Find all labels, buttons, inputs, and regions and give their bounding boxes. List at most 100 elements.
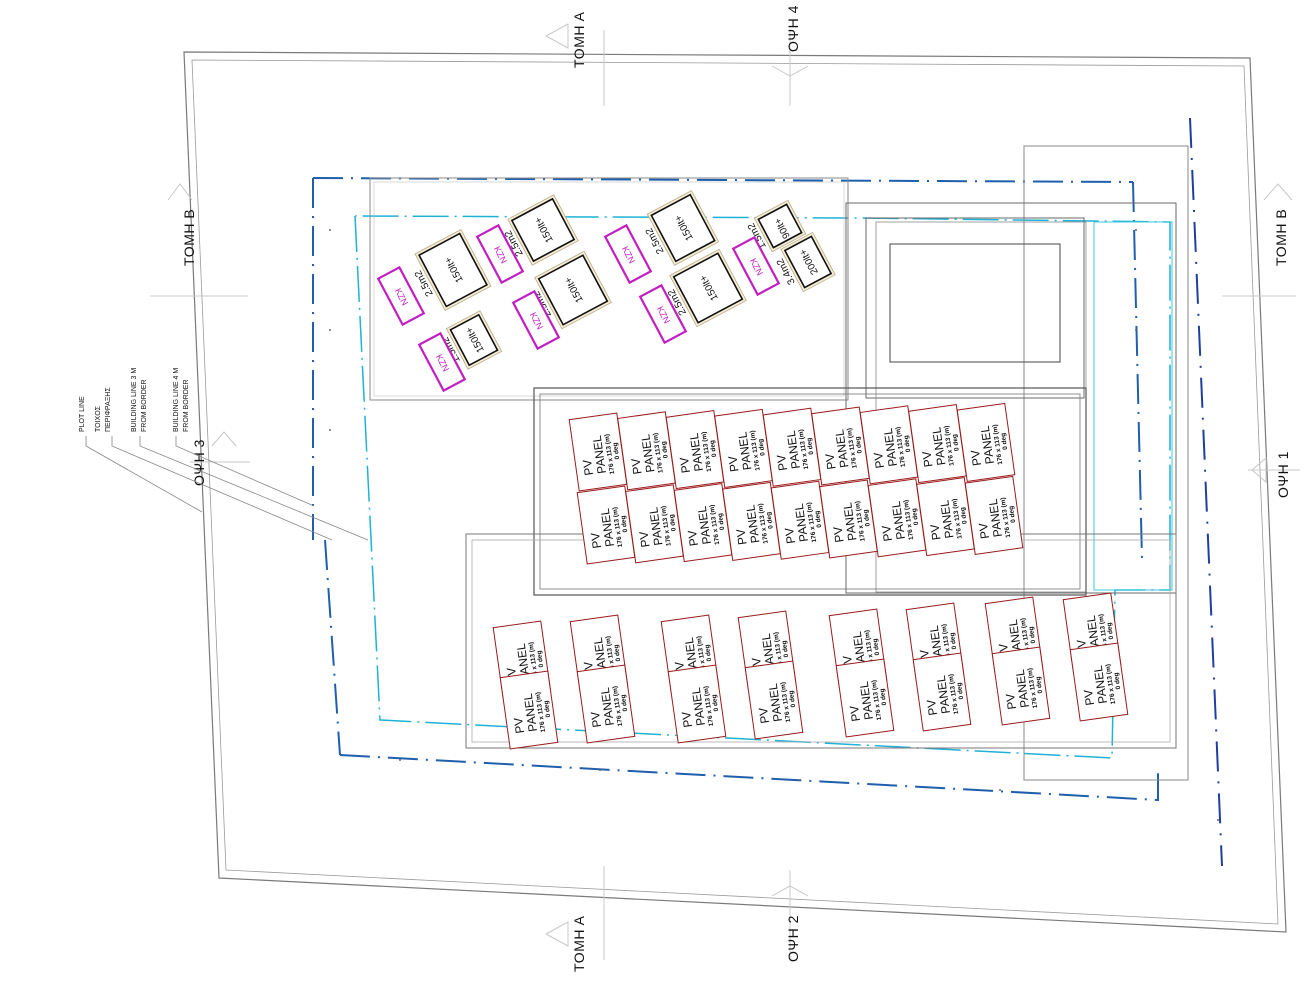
pv-panel-label-line2: PANEL bbox=[1084, 614, 1103, 654]
pv-panel-angle: 0 deg bbox=[709, 440, 718, 458]
tomi-b-left-label: ΤΟΜΗ Β bbox=[181, 209, 197, 266]
pv-panel-angle: 0 deg bbox=[1028, 626, 1037, 644]
building-line-4m-inner-left bbox=[324, 539, 341, 756]
legend-wall-2: ΠΕΡΙΦΡΑΞΗΣ bbox=[105, 387, 112, 432]
upper-roof-inner bbox=[373, 181, 845, 397]
pv-panel-label-line1: PV bbox=[511, 717, 527, 735]
central-roof-inner bbox=[539, 393, 1081, 590]
pv-panel-label-line2: PANEL bbox=[743, 504, 762, 544]
pv-panel-label-line1: PV bbox=[734, 528, 750, 546]
tomi-b-right-label: ΤΟΜΗ Β bbox=[1273, 209, 1289, 266]
pv-panel-label-line2: PANEL bbox=[840, 501, 859, 541]
pv-panel-label-line2: PANEL bbox=[832, 428, 851, 468]
kzn-marker-box bbox=[475, 223, 525, 285]
pv-panel-angle: 0 deg bbox=[1113, 672, 1122, 690]
water-tank-body bbox=[757, 203, 803, 249]
pv-panel-label-line2: PANEL bbox=[1013, 668, 1032, 708]
pv-panel-outline bbox=[912, 652, 972, 732]
pv-panel-label-line1: PV bbox=[928, 523, 944, 541]
kzn-marker: KZN bbox=[603, 223, 653, 285]
pv-panel-label-line1: PV bbox=[976, 522, 992, 540]
pv-panel-angle: 0 deg bbox=[788, 690, 797, 708]
pv-panel-label-line1: PV bbox=[629, 457, 645, 475]
pv-panel-outline bbox=[991, 646, 1051, 726]
pv-panel-label-line2: PANEL bbox=[759, 632, 778, 672]
pv-panel-label-line2: PANEL bbox=[687, 432, 706, 472]
building-line-4m-bottom bbox=[339, 754, 1159, 802]
legend-bl3-2: FROM BORDER bbox=[141, 380, 148, 433]
kzn-marker-box bbox=[417, 331, 467, 393]
pv-panel-outline bbox=[576, 664, 636, 744]
water-tank-body bbox=[783, 235, 833, 289]
pv-panel-label-line2: PANEL bbox=[590, 434, 609, 474]
kzn-marker: KZN bbox=[638, 283, 688, 345]
pv-panel-label-line2: PANEL bbox=[682, 636, 701, 676]
kzn-marker-box bbox=[376, 265, 426, 327]
pv-panel-angle: 0 deg bbox=[660, 441, 669, 459]
pv-panel-label-line2: PANEL bbox=[784, 429, 803, 469]
pv-panel-label-line2: PANEL bbox=[514, 642, 533, 682]
pv-panel-label-line1: PV bbox=[685, 529, 701, 547]
pv-panel-label-line1: PV bbox=[871, 451, 887, 469]
pv-panel-angle: 0 deg bbox=[949, 632, 958, 650]
pv-panel-label-line2: PANEL bbox=[638, 433, 657, 473]
pv-panel-label-line2: PANEL bbox=[766, 682, 785, 722]
shaft-mid bbox=[865, 217, 1085, 399]
pv-panel-label-line1: PV bbox=[588, 711, 604, 729]
kzn-marker-box bbox=[603, 223, 653, 285]
pv-panel-angle: 0 deg bbox=[543, 700, 552, 718]
pv-panel-label-line1: PV bbox=[677, 456, 693, 474]
legend-plot-line: PLOT LINE bbox=[79, 396, 86, 432]
pv-panel-label-line2: PANEL bbox=[646, 506, 665, 546]
kzn-marker: KZN bbox=[417, 331, 467, 393]
plot-line-outer bbox=[183, 51, 1287, 933]
pv-panel-outline bbox=[956, 402, 1016, 482]
pv-panel-angle: 0 deg bbox=[668, 514, 677, 532]
legend-bl4-2: FROM BORDER bbox=[183, 380, 190, 433]
pv-panel-label-line2: PANEL bbox=[978, 425, 997, 465]
pv-panel-angle: 0 deg bbox=[862, 509, 871, 527]
kzn-marker: KZN bbox=[475, 223, 525, 285]
pv-panel-angle: 0 deg bbox=[1035, 676, 1044, 694]
building-line-4m bbox=[312, 177, 1134, 183]
water-tank-body bbox=[510, 197, 576, 263]
pv-panel-angle: 0 deg bbox=[872, 638, 881, 656]
pv-panel-outline bbox=[1069, 642, 1129, 722]
pv-panel-angle: 0 deg bbox=[1000, 432, 1009, 450]
upper-roof-area bbox=[369, 177, 849, 401]
building-line-4m-inner-right bbox=[1132, 181, 1143, 561]
pv-panel-label-line1: PV bbox=[756, 707, 772, 725]
pv-panel-angle: 0 deg bbox=[1106, 622, 1115, 640]
pv-panel-label-line1: PV bbox=[968, 449, 984, 467]
pv-panel-label-line2: PANEL bbox=[934, 674, 953, 714]
pv-panel-label-line1: PV bbox=[831, 526, 847, 544]
pv-panel-angle: 0 deg bbox=[612, 442, 621, 460]
pv-panel-angle: 0 deg bbox=[620, 515, 629, 533]
legend-wall-1: ΤΟΙΧΟΣ bbox=[95, 405, 102, 432]
pv-panel-angle: 0 deg bbox=[854, 436, 863, 454]
pv-panel-angle: 0 deg bbox=[879, 688, 888, 706]
pv-panel-angle: 0 deg bbox=[757, 438, 766, 456]
pv-panel-label-line1: PV bbox=[726, 455, 742, 473]
